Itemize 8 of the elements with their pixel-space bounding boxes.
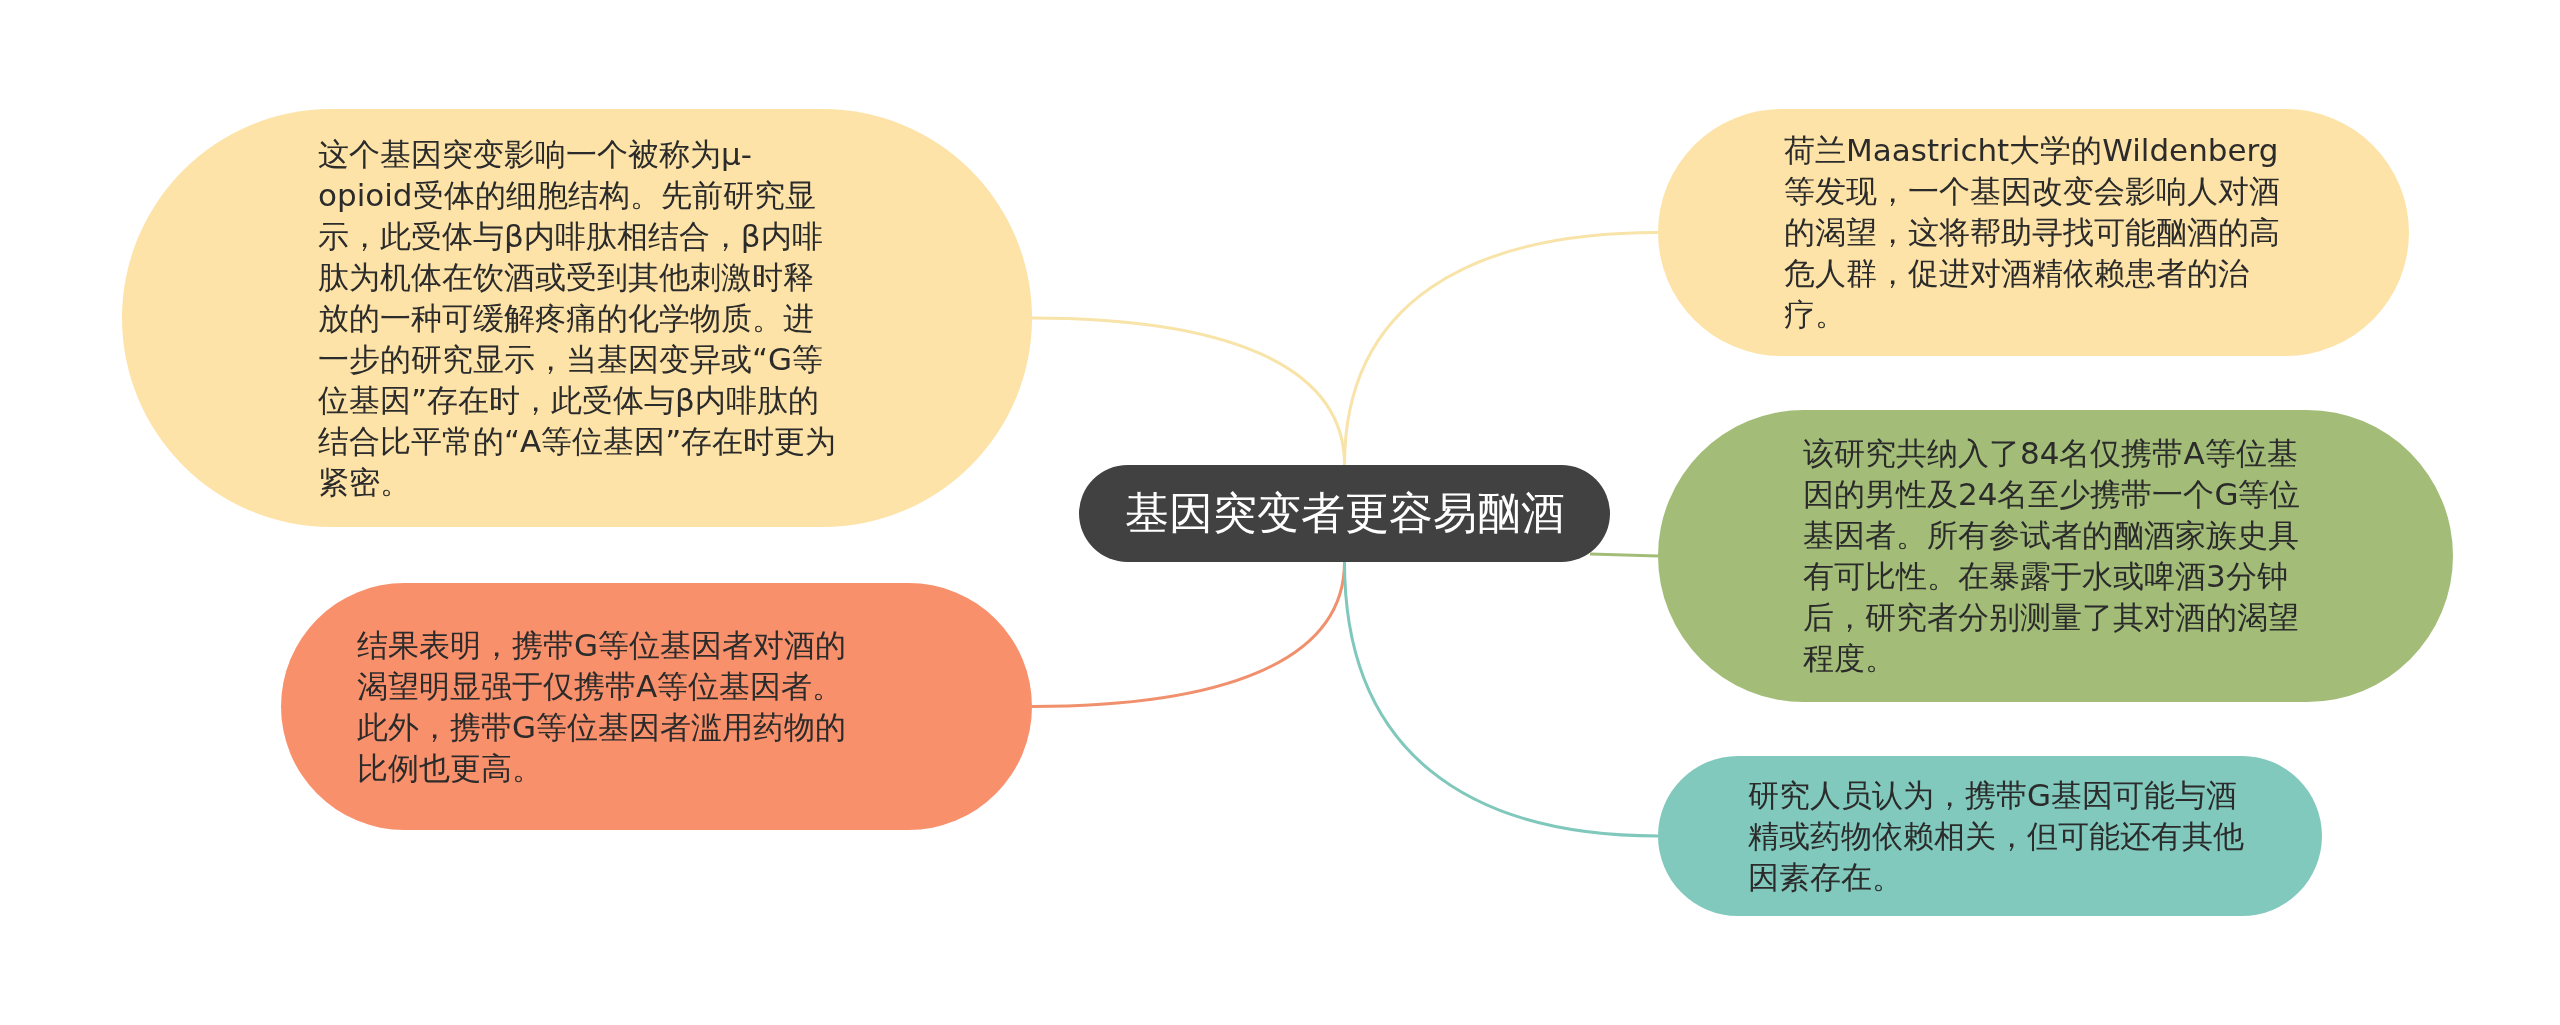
topic-text: 研究人员认为，携带G基因可能与酒精或药物依赖相关，但可能还有其他因素存在。 (1748, 775, 2245, 897)
topic-text: 荷兰Maastricht大学的Wildenberg等发现，一个基因改变会影响人对酒的渴望，这将帮助寻找可能酗酒的高危人群，促进对酒精依赖患者的治疗。 (1784, 131, 2281, 334)
topic-text: 这个基因突变影响一个被称为μ-opioid受体的细胞结构。先前研究显示，此受体与β内啡肽相结合，β内啡肽为机体在饮酒或受到其他刺激时释放的一种可缓解疼痛的化学物质。进一步的研究显示，当基因变异或“G等位基因”存在时，此受体与β内啡肽的结合比平常的“A等位基因”存在时更为紧密。 (318, 134, 838, 502)
branch-line (1589, 552, 1659, 558)
central-topic-text: 基因突变者更容易酗酒 (1124, 486, 1565, 540)
topic-text: 结果表明，携带G等位基因者对酒的渴望明显强于仅携带A等位基因者。此外，携带G等位基因者滥用药物的比例也更高。 (357, 625, 848, 788)
branch-line (1343, 231, 1659, 466)
topic-text: 该研究共纳入了84名仅携带A等位基因的男性及24名至少携带一个G等位基因者。所有参试者的酗酒家族史具有可比性。在暴露于水或啤酒3分钟后，研究者分别测量了其对酒的渴望程度。 (1803, 434, 2302, 678)
